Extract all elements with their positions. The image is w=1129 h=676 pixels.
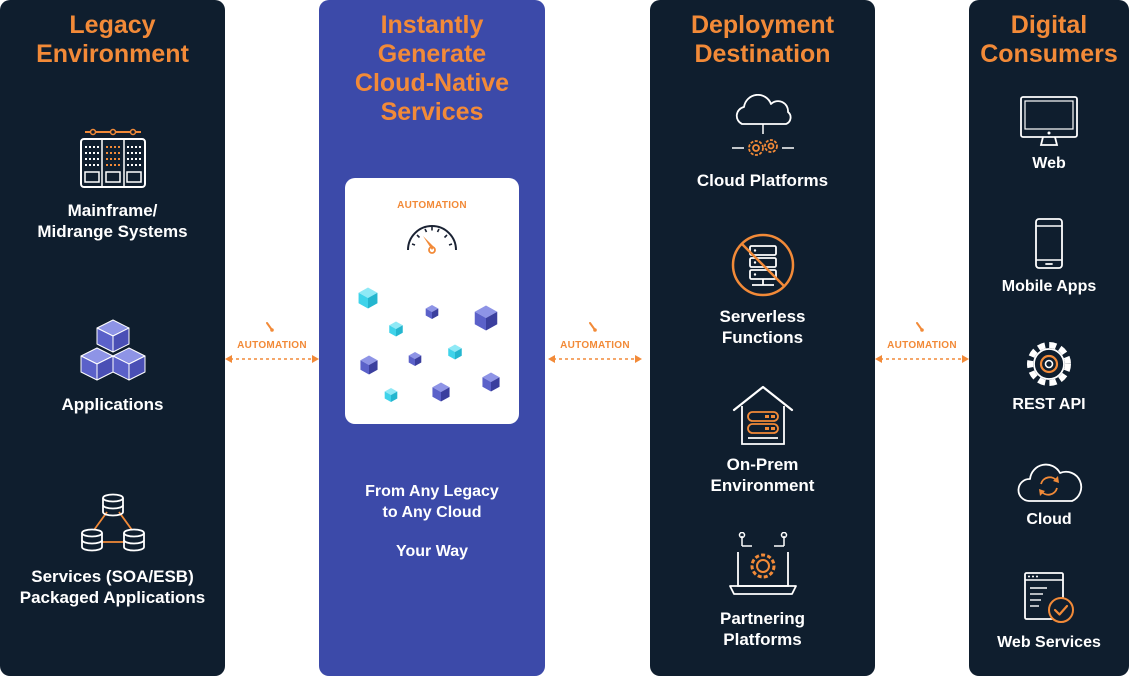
legacy-item-mainframe: Mainframe/ Midrange Systems [0,128,225,242]
deployment-item-label: Partnering Platforms [719,609,806,649]
deployment-item-label: Cloud Platforms [696,171,829,190]
arrow-left-icon [225,355,232,363]
connector-graphic [875,318,969,363]
generate-services-title: Instantly Generate Cloud-Native Services [354,11,510,126]
consumer-item-rest-api: REST API [969,338,1129,415]
deployment-destination-panel: Deployment Destination Cloud Platforms [650,0,875,676]
gear-icon [1027,342,1071,386]
tagline: From Any Legacy to Any Cloud [365,483,499,521]
server-rack-icon [79,128,146,188]
smartphone-icon [1035,218,1063,269]
connector-graphic [225,318,319,363]
arrow-right-icon [312,355,319,363]
speedometer-icon [583,318,607,332]
consumer-item-label: Mobile Apps [1001,278,1097,295]
database-network-icon [80,493,145,552]
speedometer-icon [407,225,457,254]
automation-connector-2: AUTOMATION [548,312,642,372]
automation-connector-1: AUTOMATION [225,312,319,372]
connector-graphic [548,318,642,363]
deployment-item-label: Serverless Functions [719,307,806,347]
web-service-check-icon [1024,572,1074,623]
deployment-item-partnering: Partnering Platforms [650,532,875,650]
laptop-gear-icon [728,532,797,595]
generate-services-panel: Instantly Generate Cloud-Native Services… [319,0,545,676]
tagline-your-way: Your Way [395,543,468,560]
legacy-item-label: Applications [61,395,164,414]
legacy-environment-panel: Legacy Environment Mainframe/ Midrange S… [0,0,225,676]
monitor-icon [1020,96,1078,146]
cloud-gears-icon [731,94,794,156]
house-server-icon [732,385,793,445]
consumer-item-label: Cloud [1026,511,1072,528]
connector-label: AUTOMATION [560,340,630,351]
consumer-item-mobile: Mobile Apps [969,218,1129,297]
cloud-sync-icon [1017,463,1083,502]
microservice-cubes [358,287,500,402]
arrow-right-icon [962,355,969,363]
legacy-item-label: Services (SOA/ESB) Packaged Applications [19,567,206,607]
automation-connector-3: AUTOMATION [875,312,969,372]
automation-card-label: AUTOMATION [397,200,467,211]
legacy-item-services: Services (SOA/ESB) Packaged Applications [0,492,225,608]
automation-card: AUTOMATION [345,178,519,424]
consumer-item-label: REST API [1012,396,1086,413]
consumer-item-web-services: Web Services [969,572,1129,653]
legacy-item-label: Mainframe/ Midrange Systems [37,201,188,241]
deployment-destination-title: Deployment Destination [690,11,835,68]
consumer-item-cloud: Cloud [969,458,1129,530]
connector-label: AUTOMATION [887,340,957,351]
deployment-item-on-prem: On-Prem Environment [650,384,875,496]
legacy-environment-title: Legacy Environment [36,11,189,68]
legacy-item-applications: Applications [0,318,225,415]
no-server-icon [731,233,794,297]
digital-consumers-title: Digital Consumers [980,11,1118,68]
speedometer-icon [910,318,934,332]
connector-label: AUTOMATION [237,340,307,351]
speedometer-icon [260,318,284,332]
arrow-left-icon [875,355,882,363]
digital-consumers-panel: Digital Consumers Web Mobile Apps REST A… [969,0,1129,676]
deployment-item-label: On-Prem Environment [710,455,815,495]
cubes-icon [80,319,145,381]
arrow-left-icon [548,355,555,363]
consumer-item-label: Web [1032,155,1066,172]
deployment-item-serverless: Serverless Functions [650,232,875,348]
arrow-right-icon [635,355,642,363]
consumer-item-label: Web Services [997,634,1101,651]
deployment-item-cloud-platforms: Cloud Platforms [650,94,875,191]
consumer-item-web: Web [969,95,1129,174]
